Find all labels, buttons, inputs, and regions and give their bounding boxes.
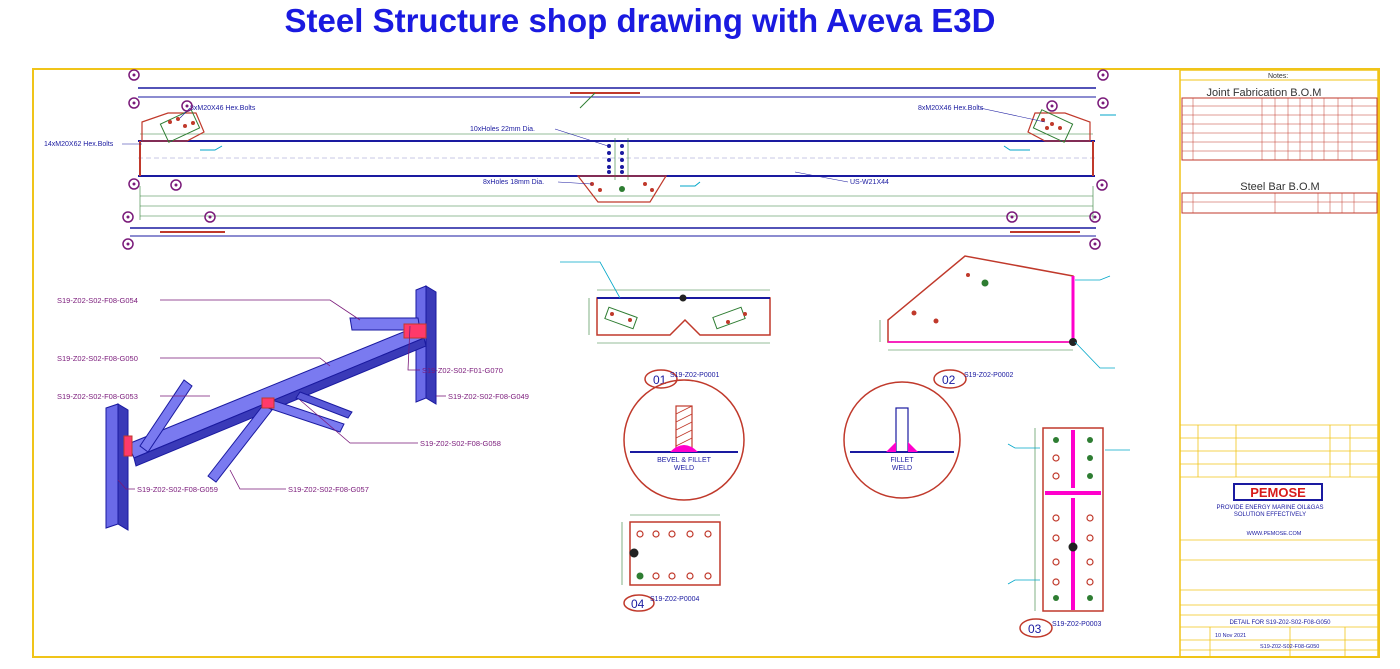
iso-label-g049: S19-Z02-S02-F08-G049 — [448, 392, 529, 401]
detail-04-ref: S19-Z02-P0004 — [650, 596, 700, 603]
page-title: Steel Structure shop drawing with Aveva … — [284, 2, 996, 39]
drawing-title: DETAIL FOR S19-Z02-S02-F08-G050 — [1229, 620, 1331, 626]
bevel-weld-line1: BEVEL & FILLET — [657, 457, 712, 464]
main-beam-view: 8xM20X46 Hex.Bolts 8xM20X46 Hex.Bolts 14… — [44, 69, 1116, 250]
bolts-left-callout: 8xM20X46 Hex.Bolts — [190, 105, 256, 112]
detail-01: 01 S19-Z02-P0001 — [560, 261, 771, 389]
detail-02-number: 02 — [942, 373, 956, 387]
company-slogan-1: PROVIDE ENERGY MARINE OIL&GAS — [1217, 505, 1324, 511]
iso-label-g059: S19-Z02-S02-F08-G059 — [137, 485, 218, 494]
bolts-right-callout: 8xM20X46 Hex.Bolts — [918, 105, 984, 112]
detail-03-ref: S19-Z02-P0003 — [1052, 621, 1102, 628]
drawing-sheet — [32, 68, 1380, 658]
iso-label-g057: S19-Z02-S02-F08-G057 — [288, 485, 369, 494]
joint-bom-title: Joint Fabrication B.O.M — [1207, 87, 1322, 99]
isometric-view: S19-Z02-S02-F08-G054 S19-Z02-S02-F08-G05… — [57, 285, 529, 531]
iso-label-g050: S19-Z02-S02-F08-G050 — [57, 354, 138, 363]
detail-03: 03 S19-Z02-P0003 — [1007, 427, 1130, 638]
steel-bom-title: Steel Bar B.O.M — [1240, 181, 1319, 193]
title-block: Notes: Joint Fabrication B.O.M Steel Bar… — [1179, 69, 1379, 658]
notes-title: Notes: — [1268, 73, 1288, 80]
iso-label-g058: S19-Z02-S02-F08-G058 — [420, 439, 501, 448]
fillet-weld-line1: FILLET — [891, 457, 915, 464]
company-website: WWW.PEMOSE.COM — [1247, 531, 1302, 537]
company-logo: PEMOSE — [1250, 485, 1306, 500]
detail-04-number: 04 — [631, 597, 645, 611]
detail-04: 04 S19-Z02-P0004 — [621, 514, 721, 612]
iso-label-g070: S19-Z02-S02-F01-G070 — [422, 366, 503, 375]
iso-label-g054: S19-Z02-S02-F08-G054 — [57, 296, 138, 305]
beam-profile-callout: US-W21X44 — [850, 179, 889, 186]
detail-01-ref: S19-Z02-P0001 — [670, 372, 720, 379]
detail-03-number: 03 — [1028, 622, 1042, 636]
detail-02: 02 S19-Z02-P0002 — [879, 255, 1115, 389]
bolts-end-callout: 14xM20X62 Hex.Bolts — [44, 141, 114, 148]
holes-18-callout: 8xHoles 18mm Dia. — [483, 179, 544, 186]
drawing-number: S19-Z02-S02-F08-G050 — [1260, 644, 1319, 650]
holes-22-callout: 10xHoles 22mm Dia. — [470, 126, 535, 133]
drawing-date: 10 Nov 2021 — [1215, 633, 1246, 639]
company-slogan-2: SOLUTION EFFECTIVELY — [1234, 512, 1306, 518]
detail-02-ref: S19-Z02-P0002 — [964, 372, 1014, 379]
fillet-weld-detail: FILLET WELD — [843, 381, 961, 499]
bevel-fillet-weld-detail: BEVEL & FILLET WELD — [623, 379, 745, 501]
fillet-weld-line2: WELD — [892, 465, 912, 472]
iso-label-g053: S19-Z02-S02-F08-G053 — [57, 392, 138, 401]
bevel-weld-line2: WELD — [674, 465, 694, 472]
